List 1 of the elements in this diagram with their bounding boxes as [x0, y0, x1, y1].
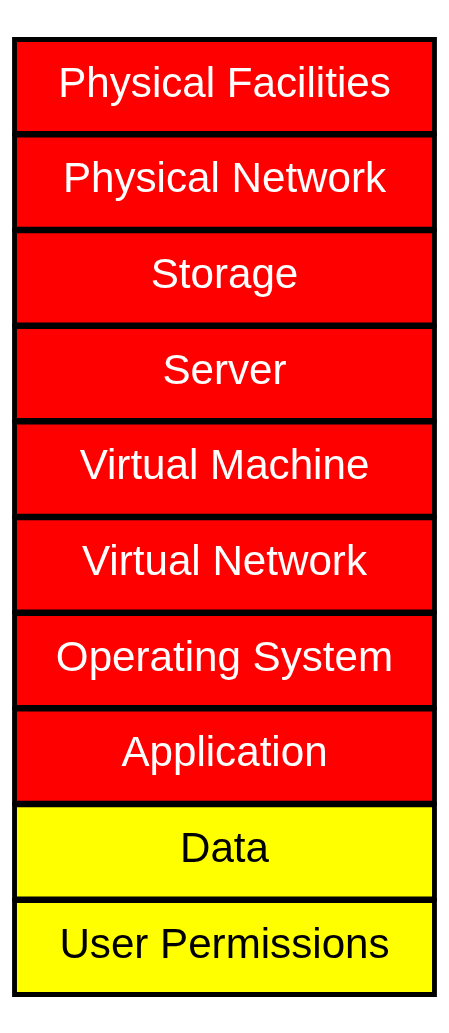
node-box: Physical Facilities [12, 36, 437, 136]
